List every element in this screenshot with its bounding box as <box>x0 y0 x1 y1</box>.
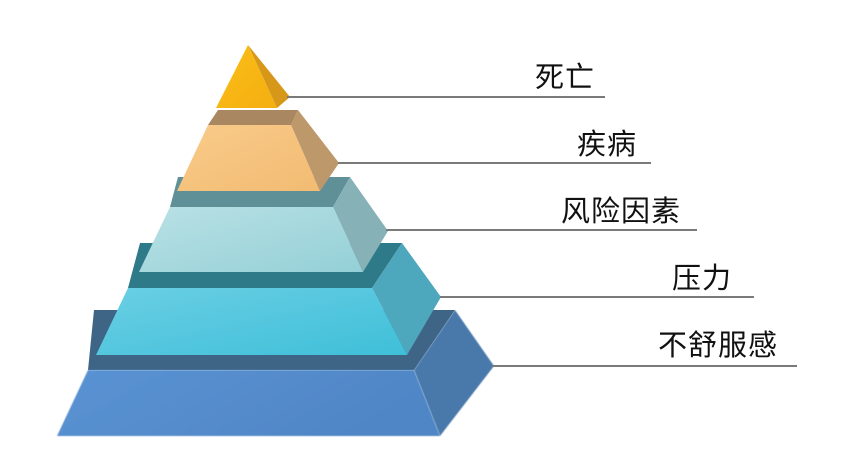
level-1-front-face <box>216 45 277 108</box>
label-disease: 疾病 <box>577 127 638 161</box>
level-3-side-face <box>333 177 388 272</box>
level-2-top-face <box>208 110 298 125</box>
level-4-front-face <box>96 288 407 355</box>
label-risk-factors: 风险因素 <box>561 194 682 228</box>
pyramid-level-1 <box>216 45 290 108</box>
leader-line-level-4 <box>440 296 754 298</box>
level-3-front-face <box>139 207 363 272</box>
leader-line-level-2 <box>338 162 651 164</box>
label-discomfort: 不舒服感 <box>658 328 779 362</box>
leader-line-level-1 <box>287 96 605 98</box>
level-5-side-face <box>414 310 494 436</box>
leader-line-level-5 <box>492 365 797 367</box>
level-5-front-face <box>57 370 440 436</box>
level-4-side-face <box>372 243 441 355</box>
level-1-side-face <box>248 45 290 108</box>
level-2-front-face <box>177 125 320 191</box>
pyramid-level-3 <box>139 177 388 272</box>
label-stress: 压力 <box>672 261 733 295</box>
leader-line-level-3 <box>386 229 697 231</box>
label-death: 死亡 <box>535 60 596 94</box>
pyramid-level-2 <box>177 110 339 191</box>
level-2-side-face <box>291 110 339 191</box>
